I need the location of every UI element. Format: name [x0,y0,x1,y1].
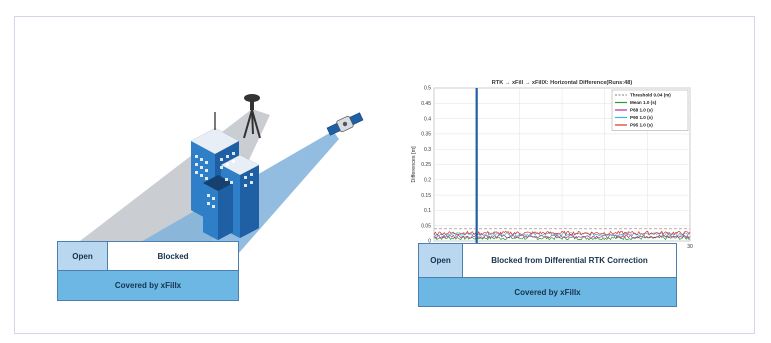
legend-open-label: Open [419,244,463,277]
y-tick-label: 0.4 [424,116,431,122]
legend-entry: P90 1.0 (s) [630,115,653,120]
x-tick-label: 30 [687,244,693,250]
legend-covered-label: Covered by xFillx [58,270,238,300]
coverage-legend-left: Open Blocked Covered by xFillx [57,241,239,301]
legend-entry: Threshold 0.04 (m) [630,93,671,98]
y-tick-label: 0.15 [421,193,431,199]
y-tick-label: 0.35 [421,132,431,138]
y-tick-label: 0.2 [424,178,431,184]
y-tick-label: 0.1 [424,208,431,214]
buildings-icon [191,112,259,240]
legend-entry: Mean 1.0 (s) [630,100,657,105]
legend-entry: P68 1.0 (s) [630,108,653,113]
gnss-base-station-icon [243,94,261,139]
y-tick-label: 0.25 [421,162,431,168]
coverage-legend-right: Open Blocked from Differential RTK Corre… [418,243,677,307]
y-tick-label: 0 [428,239,431,245]
y-tick-label: 0.3 [424,147,431,153]
satellite-icon [326,112,364,136]
legend-covered-label: Covered by xFillx [419,277,676,306]
y-tick-label: 0.5 [424,86,431,92]
legend-open-label: Open [58,242,108,270]
chart-y-axis-label: Differences [m] [411,146,417,183]
legend-blocked-label: Blocked from Differential RTK Correction [463,244,676,277]
chart-title: RTK → xFill → xFillX: Horizontal Differe… [492,80,633,86]
legend-entry: P95 1.0 (s) [630,123,653,128]
legend-blocked-label: Blocked [108,242,238,270]
y-tick-label: 0.05 [421,223,431,229]
y-tick-label: 0.45 [421,101,431,107]
